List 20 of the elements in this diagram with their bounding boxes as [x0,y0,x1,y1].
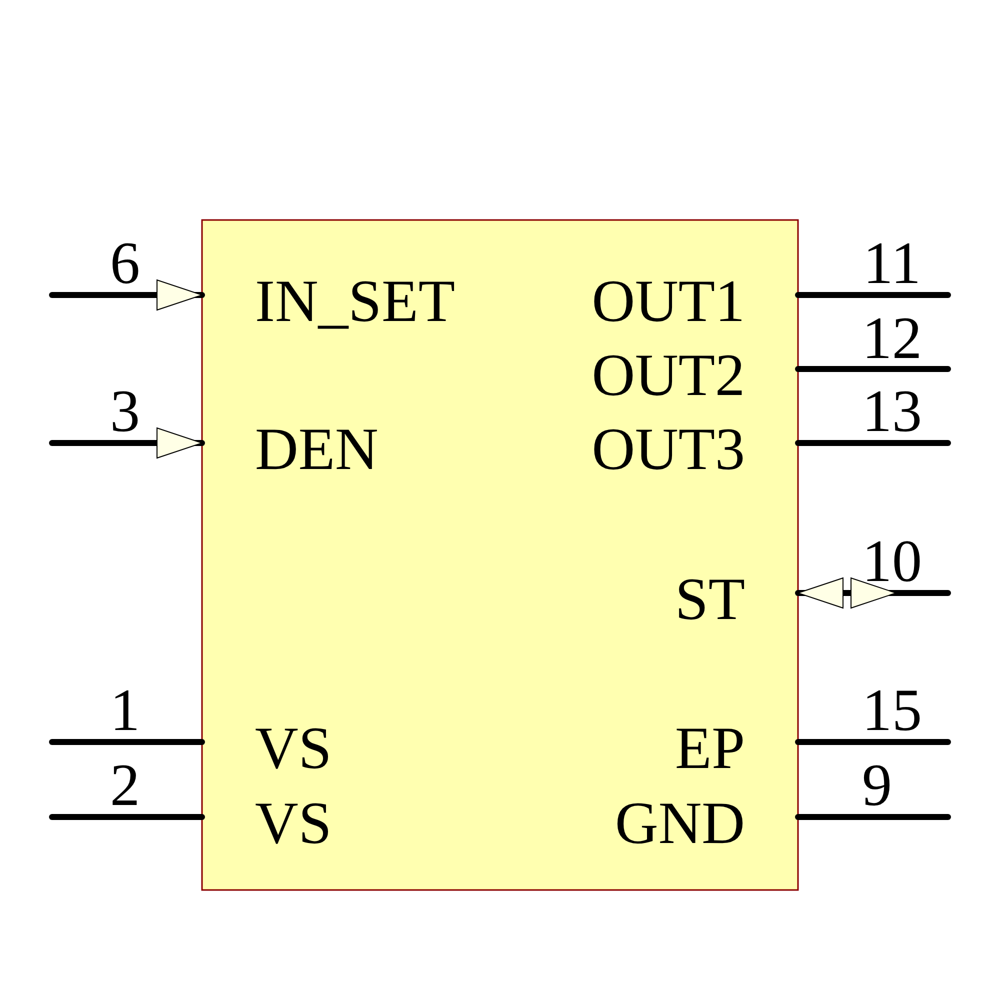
pin-name: OUT2 [592,345,745,405]
pin-number: 10 [862,531,922,591]
pin-name: VS [255,793,332,853]
pin-name: ST [674,569,745,629]
pin-number: 15 [862,680,922,740]
pin-number: 9 [862,755,892,815]
pin-name: OUT3 [592,419,745,479]
pin-number: 11 [863,233,921,293]
pin-number: 3 [110,381,140,441]
pin-name: DEN [255,419,378,479]
pin-number: 2 [110,755,140,815]
pin-name: VS [255,718,332,778]
pin-number: 12 [862,308,922,368]
pin-name: OUT1 [592,271,745,331]
pin-number: 1 [110,680,140,740]
pin-name: EP [674,718,745,778]
pin-number: 6 [110,233,140,293]
pin-number: 13 [862,381,922,441]
pin-name: GND [615,793,745,853]
pin-name: IN_SET [255,271,455,331]
